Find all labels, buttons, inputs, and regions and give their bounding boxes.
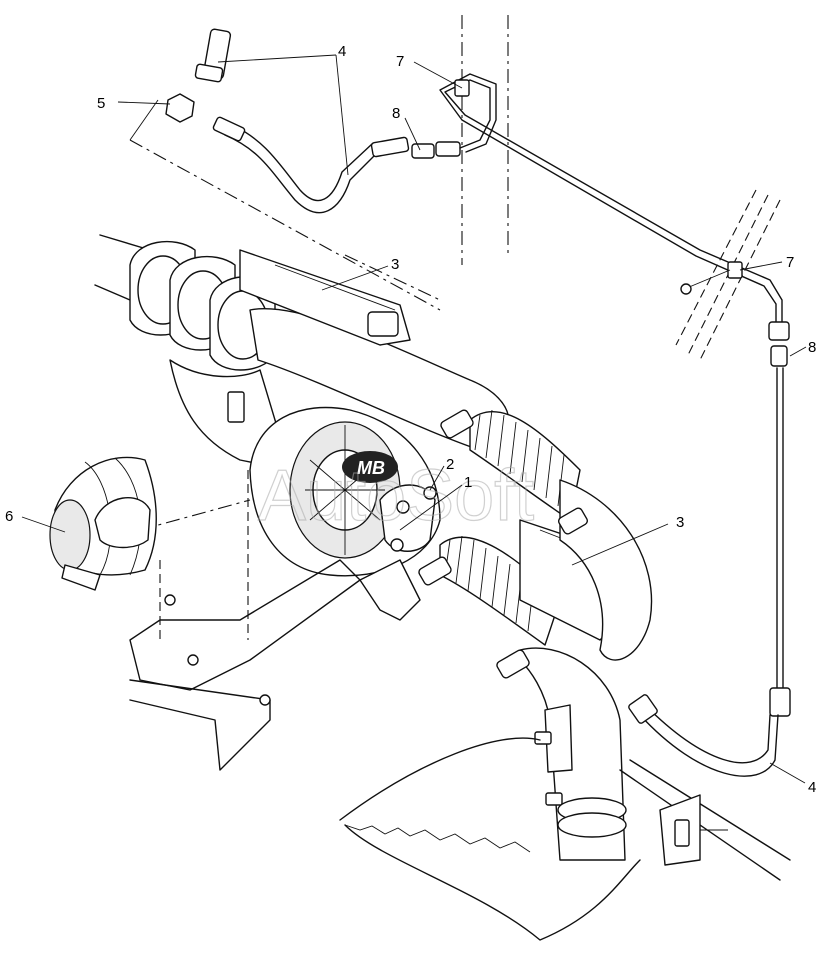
- tee-fitting: [165, 93, 195, 123]
- callout-4-upper: 4: [338, 43, 346, 60]
- callout-2: 2: [446, 456, 454, 473]
- mounting-bracket: [129, 559, 421, 771]
- callout-5: 5: [97, 95, 105, 112]
- heat-shield-upper: [239, 249, 411, 346]
- callout-labels: 4 5 7 8 3 7 8 3 4 1 2 6: [5, 43, 816, 796]
- adapter-fitting: [770, 345, 788, 367]
- flex-pipe-upper: [469, 409, 581, 521]
- screw: [680, 283, 692, 295]
- watermark: AutoSoft: [258, 456, 534, 536]
- callout-7-upper: 7: [396, 53, 404, 70]
- pump-housing: MB: [249, 406, 441, 577]
- clip: [727, 261, 743, 279]
- engine-badge-text: MB: [357, 458, 385, 478]
- upper-hose-assembly: [165, 28, 461, 214]
- adapter-fitting: [411, 143, 435, 159]
- callout-7-right: 7: [786, 254, 794, 271]
- heat-shield-cup: [49, 456, 157, 591]
- callout-4-lower: 4: [808, 779, 816, 796]
- lower-hose: [628, 694, 779, 777]
- rigid-line: [439, 73, 791, 717]
- mb-badge: [342, 451, 398, 483]
- flex-pipe-lower: [439, 535, 561, 646]
- callout-8-upper: 8: [392, 105, 400, 122]
- pipe-clamps: [418, 409, 588, 806]
- callout-8-right: 8: [808, 339, 816, 356]
- callout-6: 6: [5, 508, 13, 525]
- leader-lines: [21, 54, 807, 784]
- callout-3-right: 3: [676, 514, 684, 531]
- floor-plate: [339, 737, 791, 941]
- pipe-nut: [768, 321, 790, 341]
- callout-3-upper: 3: [391, 256, 399, 273]
- callout-1: 1: [464, 474, 472, 491]
